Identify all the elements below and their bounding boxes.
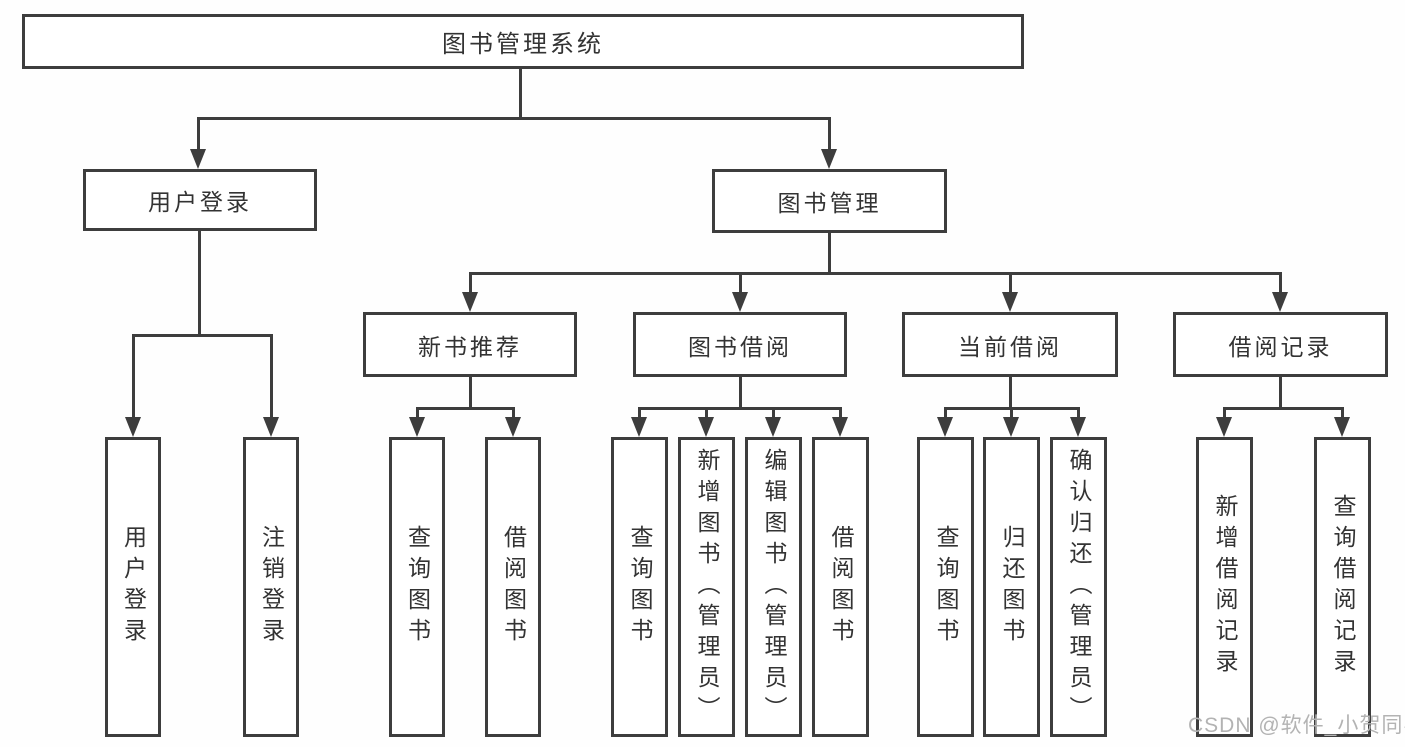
leaf-br-query-record-label: 查询借阅记录 — [1330, 494, 1356, 680]
arrow-cb-return — [1003, 409, 1019, 437]
node-borrow-records-label: 借阅记录 — [1228, 333, 1333, 360]
node-borrow-records: 借阅记录 — [1173, 312, 1388, 377]
leaf-user-login-label: 用户登录 — [120, 525, 147, 649]
leaf-cb-query-books-label: 查询图书 — [933, 525, 959, 649]
arrow-to-book-management — [821, 119, 837, 169]
arrow-bb-add — [698, 409, 714, 437]
node-book-management: 图书管理 — [712, 169, 947, 233]
leaf-br-add-record-label: 新增借阅记录 — [1212, 494, 1238, 680]
arrow-bb-query — [631, 409, 647, 437]
leaf-cb-query-books: 查询图书 — [917, 437, 974, 737]
leaf-user-login: 用户登录 — [105, 437, 161, 737]
leaf-nb-borrow-books-label: 借阅图书 — [500, 525, 527, 649]
node-current-borrow-label: 当前借阅 — [958, 333, 1062, 360]
leaf-bb-query-books: 查询图书 — [611, 437, 668, 737]
connector-book-borrow-drop — [739, 377, 742, 409]
arrow-to-book-borrow — [732, 274, 748, 312]
arrow-br-add — [1216, 409, 1232, 437]
arrow-to-leaf-logout — [263, 336, 279, 437]
connector-current-borrow-drop — [1009, 377, 1012, 409]
node-book-borrow: 图书借阅 — [633, 312, 847, 377]
leaf-bb-edit-books-admin-label: 编辑图书（管理员） — [761, 447, 787, 727]
node-root-label: 图书管理系统 — [442, 31, 604, 58]
arrow-to-user-login — [190, 119, 206, 169]
leaf-logout: 注销登录 — [243, 437, 299, 737]
arrow-bb-borrow — [832, 409, 848, 437]
arrow-cb-confirm — [1070, 409, 1086, 437]
leaf-br-query-record: 查询借阅记录 — [1314, 437, 1371, 737]
node-book-management-label: 图书管理 — [777, 190, 882, 216]
leaf-cb-return-books: 归还图书 — [983, 437, 1040, 737]
node-new-book-recommend-label: 新书推荐 — [418, 333, 522, 360]
node-user-login: 用户登录 — [83, 169, 317, 231]
arrow-to-leaf-login — [125, 336, 141, 437]
connector-book-borrow-bus — [638, 407, 842, 410]
arrow-nb-borrow — [505, 409, 521, 437]
leaf-br-add-record: 新增借阅记录 — [1196, 437, 1253, 737]
leaf-cb-confirm-return-admin: 确认归还（管理员） — [1050, 437, 1107, 737]
connector-new-books-drop — [469, 377, 472, 409]
connector-level2-bus — [197, 117, 831, 120]
node-root-system: 图书管理系统 — [22, 14, 1024, 69]
leaf-bb-edit-books-admin: 编辑图书（管理员） — [745, 437, 802, 737]
leaf-nb-borrow-books: 借阅图书 — [485, 437, 541, 737]
node-current-borrow: 当前借阅 — [902, 312, 1118, 377]
arrow-nb-query — [409, 409, 425, 437]
leaf-logout-label: 注销登录 — [258, 525, 285, 649]
connector-level3-bus — [469, 272, 1282, 275]
connector-root-drop — [519, 69, 522, 119]
arrow-to-current-borrow — [1002, 274, 1018, 312]
connector-new-books-bus — [416, 407, 515, 410]
connector-book-mgmt-drop — [828, 233, 831, 274]
leaf-bb-add-books-admin: 新增图书（管理员） — [678, 437, 735, 737]
connector-user-login-drop — [198, 231, 201, 335]
connector-user-login-bus — [132, 334, 273, 337]
leaf-nb-query-books: 查询图书 — [389, 437, 445, 737]
arrow-br-query — [1334, 409, 1350, 437]
connector-current-borrow-bus — [944, 407, 1080, 410]
leaf-cb-return-books-label: 归还图书 — [999, 525, 1025, 649]
arrow-to-new-books — [462, 274, 478, 312]
leaf-bb-add-books-admin-label: 新增图书（管理员） — [694, 447, 720, 727]
leaf-bb-borrow-books: 借阅图书 — [812, 437, 869, 737]
connector-borrow-records-drop — [1279, 377, 1282, 409]
node-book-borrow-label: 图书借阅 — [688, 333, 792, 360]
node-user-login-label: 用户登录 — [148, 189, 252, 215]
leaf-bb-borrow-books-label: 借阅图书 — [828, 525, 854, 649]
leaf-nb-query-books-label: 查询图书 — [404, 525, 431, 649]
arrow-cb-query — [937, 409, 953, 437]
leaf-bb-query-books-label: 查询图书 — [627, 525, 653, 649]
arrow-to-borrow-records — [1272, 274, 1288, 312]
node-new-book-recommend: 新书推荐 — [363, 312, 577, 377]
leaf-cb-confirm-return-admin-label: 确认归还（管理员） — [1066, 447, 1092, 727]
arrow-bb-edit — [765, 409, 781, 437]
csdn-watermark: CSDN @软件_小贺同学 — [1188, 714, 1405, 737]
connector-borrow-records-bus — [1223, 407, 1344, 410]
